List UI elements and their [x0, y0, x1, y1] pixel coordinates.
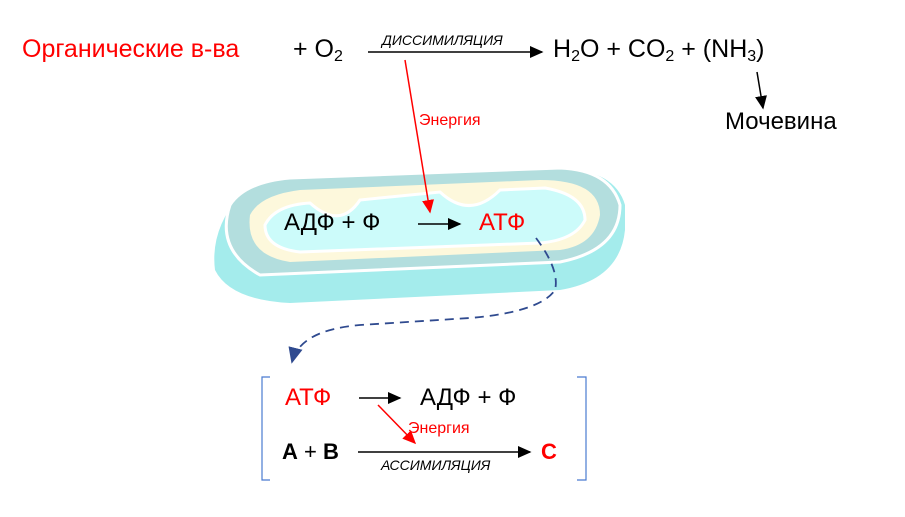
nh3-text: + (NH	[681, 35, 748, 63]
h-text: H	[553, 35, 572, 63]
atp-mito: АТФ	[479, 209, 526, 236]
left-bracket	[261, 376, 270, 481]
atp-box: АТФ	[285, 384, 332, 411]
oxygen-text: + O	[293, 35, 334, 63]
urea-label: Мочевина	[725, 108, 837, 135]
h-subscript: 2	[571, 48, 580, 65]
energy-arrow-top	[404, 59, 434, 214]
plus-sign: +	[304, 439, 317, 464]
organic-substances: Органические в-ва	[22, 35, 240, 63]
oxygen: + O2	[293, 35, 343, 65]
co2-subscript: 2	[665, 48, 675, 65]
right-bracket	[577, 376, 587, 481]
mitochondrion-illustration	[214, 166, 625, 303]
reactant-a: A	[282, 439, 298, 464]
nh3-close: )	[756, 35, 765, 63]
oxygen-subscript: 2	[334, 48, 343, 65]
nh3-subscript: 3	[747, 48, 757, 65]
energy-arrow-bottom	[377, 404, 417, 445]
dashed-transfer-arrow	[288, 237, 557, 364]
product-c: C	[541, 439, 557, 464]
assimilation-label: АССИМИЛЯЦИЯ	[381, 457, 491, 473]
o-co-text: O + CO	[579, 35, 666, 63]
dissimilation-label: ДИССИМИЛЯЦИЯ	[382, 32, 503, 48]
products: H2O + CO2 + (NH3)	[553, 35, 765, 65]
energy-label-bottom: Энергия	[408, 420, 470, 437]
reactant-b: B	[323, 439, 339, 464]
urea-arrow	[755, 71, 767, 110]
energy-label-top: Энергия	[419, 112, 481, 129]
adp-products: АДФ + Ф	[420, 384, 517, 411]
reactants-ab: A + B	[282, 441, 339, 463]
adp-plus-p: АДФ + Ф	[284, 209, 381, 236]
